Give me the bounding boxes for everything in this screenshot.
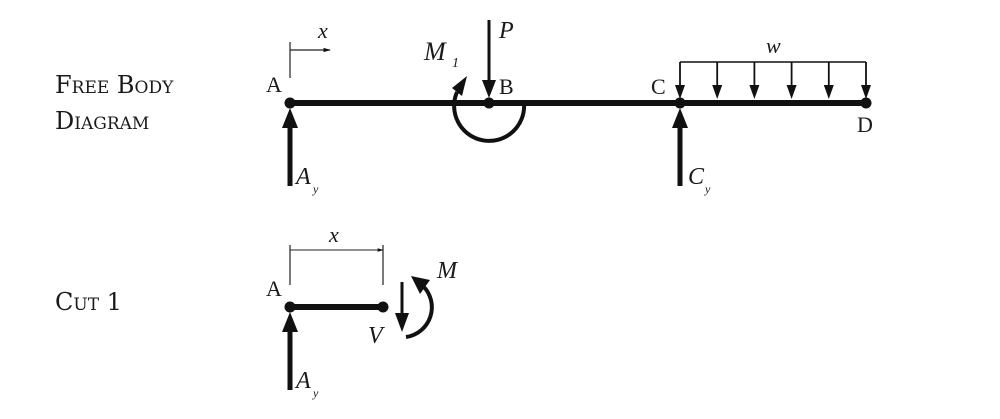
reaction-cy-subscript: y bbox=[704, 182, 711, 196]
reaction-cy-label: C bbox=[688, 164, 705, 190]
section-title-cut1: Cut 1 bbox=[55, 288, 122, 316]
point-load-p-label: P bbox=[498, 18, 514, 44]
cut-point-label-a: A bbox=[266, 276, 282, 301]
distributed-load-arrow bbox=[675, 62, 685, 99]
distributed-load-arrow bbox=[786, 62, 797, 99]
reaction-cy-arrow bbox=[672, 108, 688, 186]
section-title-fbd-line2: Diagram bbox=[55, 107, 149, 135]
cut-reaction-ay-label: A bbox=[294, 368, 311, 394]
reaction-ay-subscript: y bbox=[312, 182, 319, 196]
cut-dimension-label: x bbox=[328, 222, 339, 247]
node-c bbox=[674, 97, 686, 109]
distributed-load-arrow bbox=[823, 62, 834, 99]
cut-reaction-ay-arrow bbox=[282, 312, 298, 390]
cut-moment-m-arrow bbox=[405, 276, 434, 339]
node-a bbox=[284, 97, 296, 109]
reaction-ay-label: A bbox=[294, 164, 311, 190]
reaction-ay-arrow bbox=[282, 108, 298, 186]
x-axis-label: x bbox=[317, 18, 328, 43]
distributed-load-w-label: w bbox=[766, 33, 781, 58]
cut-node-end bbox=[377, 301, 389, 313]
node-d bbox=[860, 97, 872, 109]
moment-m1-label: M bbox=[423, 37, 447, 66]
distributed-load-arrow bbox=[749, 62, 760, 99]
shear-v-label: V bbox=[368, 323, 385, 349]
point-label-b: B bbox=[499, 74, 514, 99]
distributed-load-arrow bbox=[712, 62, 723, 99]
point-label-c: C bbox=[651, 74, 666, 99]
x-axis-indicator: x bbox=[289, 18, 331, 78]
point-label-a: A bbox=[266, 72, 282, 97]
moment-m1-arrow bbox=[452, 76, 527, 143]
point-label-d: D bbox=[857, 112, 873, 137]
moment-m1-subscript: 1 bbox=[452, 56, 459, 71]
shear-v-arrow bbox=[395, 282, 409, 332]
distributed-load-arrow bbox=[861, 62, 871, 99]
cut-moment-m-label: M bbox=[436, 258, 459, 284]
cut-node-a bbox=[284, 301, 296, 313]
cut-dimension-x bbox=[289, 245, 384, 285]
section-title-fbd-line1: Free Body bbox=[55, 71, 174, 99]
node-b bbox=[483, 97, 495, 109]
point-load-p-arrow bbox=[482, 20, 496, 98]
cut-reaction-ay-subscript: y bbox=[312, 386, 319, 400]
distributed-load-w bbox=[675, 61, 871, 99]
